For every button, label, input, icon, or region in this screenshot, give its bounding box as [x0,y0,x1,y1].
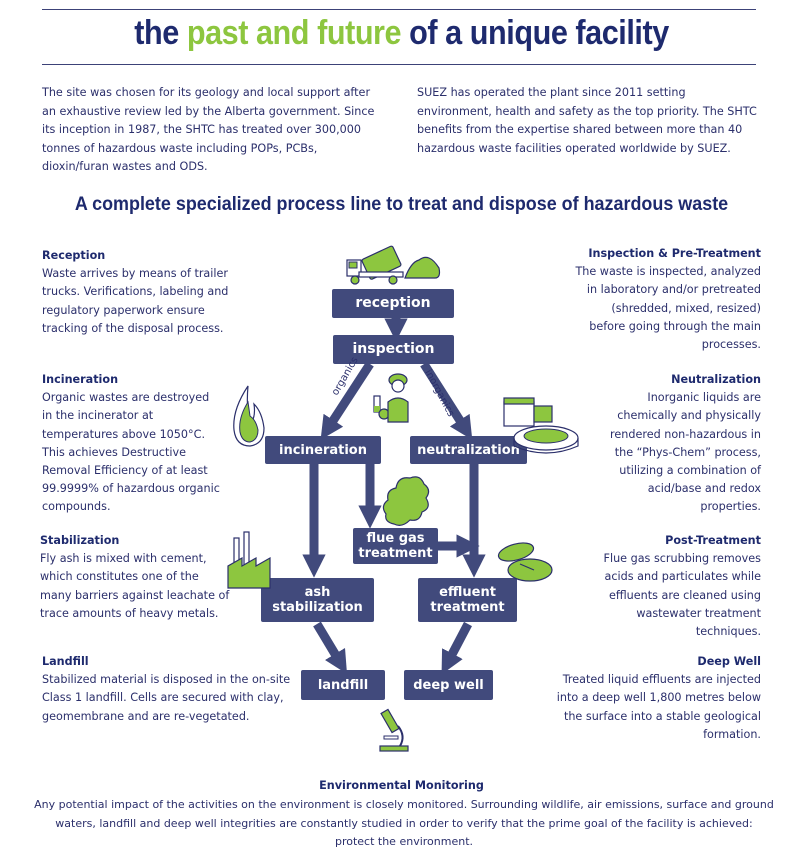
title-accent: past and future [186,14,402,52]
arrow-inorganics [420,361,473,440]
neutralization-box: neutralization [410,436,527,464]
title-rule [42,64,756,65]
intro-right: SUEZ has operated the plant since 2011 s… [417,86,757,155]
deep-well-heading: Deep Well [697,655,761,668]
post-treatment-heading: Post-Treatment [665,534,761,547]
title-suffix: of a unique facility [401,14,669,52]
post-treatment-description: Post-Treatment Flue gas scrubbing remove… [581,532,761,641]
neutralization-heading: Neutralization [671,373,761,386]
truck-icon [346,245,441,285]
landfill-box: landfill [301,670,385,700]
arrow-organics [320,361,374,440]
page-title: the past and future of a unique facility [40,14,763,53]
deep-well-box: deep well [404,670,493,700]
factory-icon [227,531,271,589]
inspector-icon [373,373,409,423]
inspection-box: inspection [333,335,454,364]
incineration-box: incineration [265,436,381,464]
landfill-description: Landfill Stabilized material is disposed… [42,653,292,726]
flame-icon [233,385,265,447]
neutralization-description: Neutralization Inorganic liquids are che… [593,371,761,517]
incineration-heading: Incineration [42,373,119,386]
landfill-body: Stabilized material is disposed in the o… [42,673,291,723]
deep-well-description: Deep Well Treated liquid effluents are i… [541,653,761,744]
reception-heading: Reception [42,249,106,262]
neutralization-body: Inorganic liquids are chemically and phy… [610,391,761,514]
stabilization-heading: Stabilization [40,534,120,547]
arrow-effluent-deep-well [441,621,472,675]
flue-gas-box: flue gas treatment [353,528,438,564]
inspection-body: The waste is inspected, analyzed in labo… [575,265,761,352]
title-prefix: the [134,14,187,52]
stabilization-description: Stabilization Fly ash is mixed with ceme… [40,532,230,623]
ash-stabilization-box: ash stabilization [261,578,374,622]
reception-description: Reception Waste arrives by means of trai… [42,247,232,338]
section-subtitle: A complete specialized process line to t… [74,193,729,215]
incineration-body: Organic wastes are destroyed in the inci… [42,391,220,514]
smoke-icon [382,476,430,526]
neutralization-plant-icon [503,397,579,454]
petri-dish-icon [497,542,553,582]
monitoring-body: Any potential impact of the activities o… [34,798,774,848]
effluent-treatment-box: effluent treatment [418,578,517,622]
inspection-description: Inspection & Pre-Treatment The waste is … [575,245,761,354]
arrow-ash-landfill [313,621,348,675]
inspection-heading: Inspection & Pre-Treatment [588,247,761,260]
stabilization-body: Fly ash is mixed with cement, which cons… [40,552,230,620]
top-rule [42,9,756,10]
reception-box: reception [332,289,454,318]
landfill-heading: Landfill [42,655,89,668]
incineration-description: Incineration Organic wastes are destroye… [42,371,222,517]
reception-body: Waste arrives by means of trailer trucks… [42,267,229,335]
deep-well-body: Treated liquid effluents are injected in… [556,673,761,741]
post-treatment-body: Flue gas scrubbing removes acids and par… [603,552,761,639]
microscope-icon [379,708,409,752]
monitoring-heading: Environmental Monitoring [319,779,484,792]
intro-left: The site was chosen for its geology and … [42,86,375,173]
